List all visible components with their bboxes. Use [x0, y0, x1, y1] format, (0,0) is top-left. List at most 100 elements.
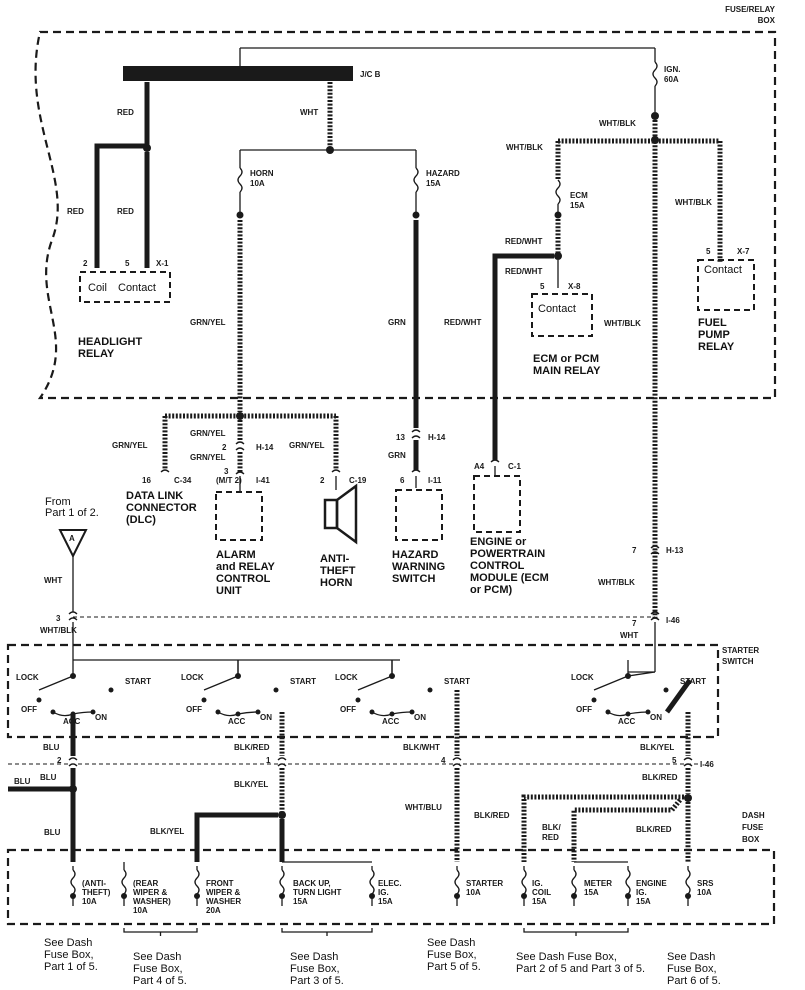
note-0-l3: Part 1 of 5. [44, 961, 98, 973]
ecm-relay-pin5: 5 [540, 282, 545, 291]
col-blkwht-pin: 4 [441, 756, 446, 765]
whtblk-label-2: WHT/BLK [604, 319, 641, 328]
ss-on-0: ON [95, 713, 107, 722]
ss-lock-term-1 [201, 697, 207, 703]
blkred-label-srs: BLK/RED [636, 825, 672, 834]
ss-on-2: ON [414, 713, 426, 722]
dash-fuse-4-l1: ELEC. [378, 879, 402, 888]
ign-fuse-1: IGN. [664, 65, 680, 74]
ign-fuse-2: 60A [664, 75, 679, 84]
grnyel-l1: GRN/YEL [112, 441, 148, 450]
ss-arm-0 [38, 675, 74, 691]
hl-contact: Contact [118, 282, 156, 294]
grnyel-splits: GRN/YEL GRN/YEL GRN/YEL GRN/YEL 2 H-14 3… [112, 412, 339, 492]
alarm-name3: CONTROL [216, 573, 271, 585]
redwht-label-1: RED/WHT [505, 237, 542, 246]
jcb-label: J/C B [360, 70, 381, 79]
col-blkwht-label-top: BLK/WHT [403, 743, 440, 752]
hz-name1: HAZARD [392, 549, 438, 561]
h13-connector: 7 H-13 WHT/BLK [598, 545, 684, 587]
ign-main: IGN. 60A WHT/BLK WHT/BLK [599, 48, 680, 620]
hz-name2: WARNING [392, 561, 445, 573]
blkred-junction [278, 811, 286, 819]
alarm-h14: H-14 [256, 443, 274, 452]
from-part: From Part 1 of 2. A WHT [44, 496, 99, 612]
ss-arc-2 [371, 711, 413, 717]
dfb-label3: BOX [742, 835, 760, 844]
note-0-l1: See Dash [44, 937, 92, 949]
ss-start-0: START [125, 677, 151, 686]
dash-fuse-2-l4: 20A [206, 906, 221, 915]
ecm-module: A4 C-1 ENGINE or POWERTRAIN CONTROL MODU… [470, 459, 549, 596]
fpr-name1: FUEL [698, 317, 727, 329]
horn-pin: 2 [320, 476, 325, 485]
col-blkred-conn [277, 757, 287, 767]
i46-pin7: 7 [632, 619, 637, 628]
hl-pin5: 5 [125, 259, 130, 268]
dash-fuse-1-l1: (REAR [133, 879, 159, 888]
fuse-relay-box-label2: BOX [758, 16, 776, 25]
dash-fuse-1-l2: WIPER & [133, 888, 167, 897]
whtblk-branch: WHT/BLK WHT/BLK ECM 15A [506, 138, 723, 288]
starter-switch: STARTER SWITCH [6, 643, 759, 739]
ecm-relay-conn: X-8 [568, 282, 581, 291]
note-2-l2: Fuse Box, [290, 963, 340, 975]
col-blu-conn [68, 757, 78, 767]
redwht-label-3: RED/WHT [444, 318, 481, 327]
blu-label-low: BLU [44, 828, 61, 837]
ss-lock-2: LOCK [335, 673, 358, 682]
fpr-contact: Contact [704, 264, 742, 276]
fuse-relay-box: FUSE/RELAY BOX [34, 5, 777, 400]
alarm-unit: ALARM and RELAY CONTROL UNIT [215, 491, 276, 597]
headlight-relay: 2 5 X-1 Coil Contact HEADLIGHT RELAY [78, 259, 171, 360]
ss-start-thick [664, 678, 693, 714]
dash-fuse-4-l2: IG. [378, 888, 389, 897]
jcb-bar: J/C B [123, 66, 381, 81]
blkred-stack-2: RED [542, 833, 559, 842]
bracket-1 [123, 928, 198, 933]
blkred-label-right: BLK/RED [642, 773, 678, 782]
h13-label: H-13 [666, 546, 684, 555]
from-ref: A [69, 534, 75, 543]
red-label-1: RED [117, 108, 134, 117]
hazard-branch: HAZARD 15A GRN [388, 150, 460, 428]
i46b-label: I-46 [700, 760, 714, 769]
fuse-relay-box-label1: FUSE/RELAY [725, 5, 776, 14]
ecm-fuse-1: ECM [570, 191, 588, 200]
hz-h14: H-14 [428, 433, 446, 442]
hz-grn: GRN [388, 451, 406, 460]
wht-label: WHT [300, 108, 318, 117]
horn-branch: HORN 10A GRN/YEL [190, 150, 274, 412]
ss-start-1: START [290, 677, 316, 686]
note-2-l1: See Dash [290, 951, 338, 963]
ss-acc-1: ACC [228, 717, 246, 726]
fpr-pin5: 5 [706, 247, 711, 256]
hz-pin6: 6 [400, 476, 405, 485]
dash-fuse-2-l2: WIPER & [206, 888, 240, 897]
anti-theft-horn: 2 C-19 ANTI- THEFT HORN [320, 469, 367, 589]
hl-pin2: 2 [83, 259, 88, 268]
col-blkred-label-top: BLK/RED [234, 743, 270, 752]
dash-fuse-5-l1: STARTER [466, 879, 503, 888]
dash-fuse-1-l3: WASHER) [133, 897, 171, 906]
dash-fuse-4-l3: 15A [378, 897, 393, 906]
alarm-name1: ALARM [216, 549, 256, 561]
dash-fuse-3 [279, 869, 285, 895]
fpr-name3: RELAY [698, 341, 735, 353]
dash-fuse-8-l2: IG. [636, 888, 647, 897]
dfb-label2: FUSE [742, 823, 764, 832]
dlc-name2: CONNECTOR [126, 502, 197, 514]
hl-name1: HEADLIGHT [78, 336, 142, 348]
dash-fuse-0-l1: (ANTI- [82, 879, 106, 888]
ss-off-0: OFF [21, 705, 37, 714]
note-4-l1: See Dash Fuse Box, [516, 951, 617, 963]
col-blkwht-conn [452, 757, 462, 767]
hazard-fuse-2: 15A [426, 179, 441, 188]
dash-fuse-7 [571, 869, 577, 895]
dash-fuse-9-l1: SRS [697, 879, 714, 888]
dash-fuse-9-l2: 10A [697, 888, 712, 897]
wht-wire: WHT [240, 82, 416, 154]
blkyel-branch [194, 812, 278, 862]
blkred-stack-1: BLK/ [542, 823, 561, 832]
